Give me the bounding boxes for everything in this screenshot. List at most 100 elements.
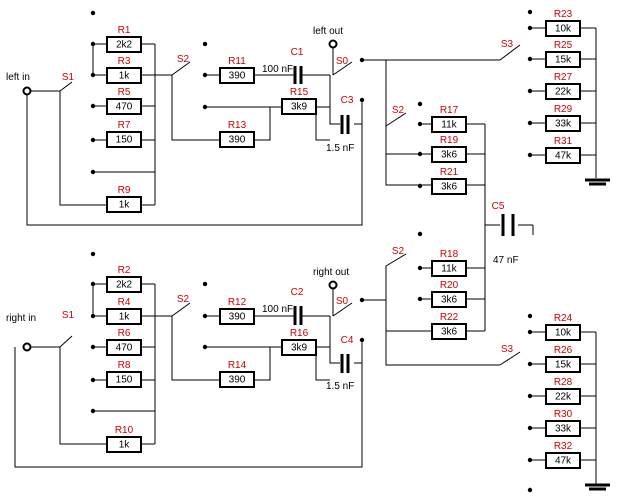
- left-c1-value: 100 nF: [262, 64, 293, 75]
- right-s3-label: S3: [501, 344, 514, 355]
- right-s1-label: S1: [62, 310, 75, 321]
- resistor-ref-label: R2: [118, 265, 131, 276]
- right-out-terminal: [328, 280, 338, 290]
- resistor-value-label: 22k: [555, 392, 572, 403]
- resistor-body: [545, 388, 581, 405]
- resistor-body: [545, 420, 581, 437]
- resistor-body: [106, 36, 142, 53]
- resistor-value-label: 1k: [119, 71, 131, 82]
- resistor-value-label: 390: [229, 135, 246, 146]
- right-s0-label: S0: [336, 296, 349, 307]
- resistor-body: [431, 323, 467, 340]
- resistor-value-label: 22k: [555, 87, 572, 98]
- resistor-ref-label: R5: [118, 87, 131, 98]
- resistor-body: [106, 436, 142, 453]
- resistor-ref-label: R29: [554, 104, 573, 115]
- left-c1-symbol: [293, 66, 303, 84]
- left-s1-label: S1: [62, 72, 75, 83]
- resistor-body: [106, 131, 142, 148]
- resistor-ref-label: R24: [554, 313, 573, 324]
- resistor-body: [431, 178, 467, 195]
- resistor-body: [431, 260, 467, 277]
- resistor-body: [431, 291, 467, 308]
- right-channel: right in S1 S2 right out S0 C2 100 nF: [6, 231, 610, 493]
- resistor-value-label: 3k9: [291, 102, 308, 113]
- resistor-value-label: 15k: [555, 55, 572, 66]
- left-out-label: left out: [313, 26, 343, 37]
- resistor-ref-label: R4: [118, 297, 131, 308]
- resistor-layer: R12k2R31kR5470R7150R91kR11390R13390R153k…: [106, 9, 581, 469]
- resistor-body: [545, 452, 581, 469]
- left-in-label: left in: [6, 72, 30, 83]
- resistor-value-label: 3k6: [441, 150, 458, 161]
- resistor-value-label: 11k: [441, 264, 457, 275]
- resistor-value-label: 10k: [555, 24, 572, 35]
- resistor-body: [106, 276, 142, 293]
- resistor-ref-label: R15: [290, 87, 309, 98]
- resistor-body: [545, 115, 581, 132]
- right-c4-value: 1.5 nF: [326, 381, 354, 392]
- resistor-body: [545, 20, 581, 37]
- right-c2-value: 100 nF: [262, 304, 293, 315]
- left-s2a-label: S2: [177, 54, 190, 65]
- resistor-body: [219, 308, 255, 325]
- resistor-body: [431, 116, 467, 133]
- resistor-ref-label: R14: [228, 360, 247, 371]
- resistor-body: [219, 67, 255, 84]
- left-c3-symbol: [340, 115, 350, 134]
- resistor-ref-label: R32: [554, 441, 573, 452]
- resistor-body: [545, 356, 581, 373]
- right-s2b-label: S2: [392, 246, 405, 257]
- resistor-ref-label: R19: [440, 135, 459, 146]
- resistor-ref-label: R30: [554, 409, 573, 420]
- left-s0-label: S0: [336, 56, 349, 67]
- resistor-body: [106, 339, 142, 356]
- resistor-body: [545, 83, 581, 100]
- right-in-label: right in: [6, 313, 36, 324]
- resistor-body: [106, 196, 142, 213]
- left-channel: left in S1 S2 left out S0: [6, 9, 610, 235]
- resistor-ref-label: R26: [554, 345, 573, 356]
- resistor-ref-label: R16: [290, 328, 309, 339]
- right-s2a-label: S2: [177, 294, 190, 305]
- resistor-value-label: 470: [116, 102, 133, 113]
- left-ground-symbol: [585, 178, 610, 186]
- right-ground-symbol: [585, 483, 610, 491]
- resistor-body: [545, 324, 581, 341]
- right-c4-symbol: [340, 354, 350, 373]
- resistor-ref-label: R10: [115, 425, 134, 436]
- left-c1-label: C1: [291, 47, 304, 58]
- resistor-ref-label: R31: [554, 136, 573, 147]
- right-out-label: right out: [313, 267, 349, 278]
- resistor-value-label: 1k: [119, 440, 131, 451]
- resistor-value-label: 15k: [555, 360, 572, 371]
- c5-label: C5: [492, 201, 505, 212]
- resistor-value-label: 11k: [441, 120, 457, 131]
- resistor-value-label: 33k: [555, 119, 572, 130]
- resistor-ref-label: R28: [554, 377, 573, 388]
- resistor-body: [106, 308, 142, 325]
- right-c4-label: C4: [341, 335, 354, 346]
